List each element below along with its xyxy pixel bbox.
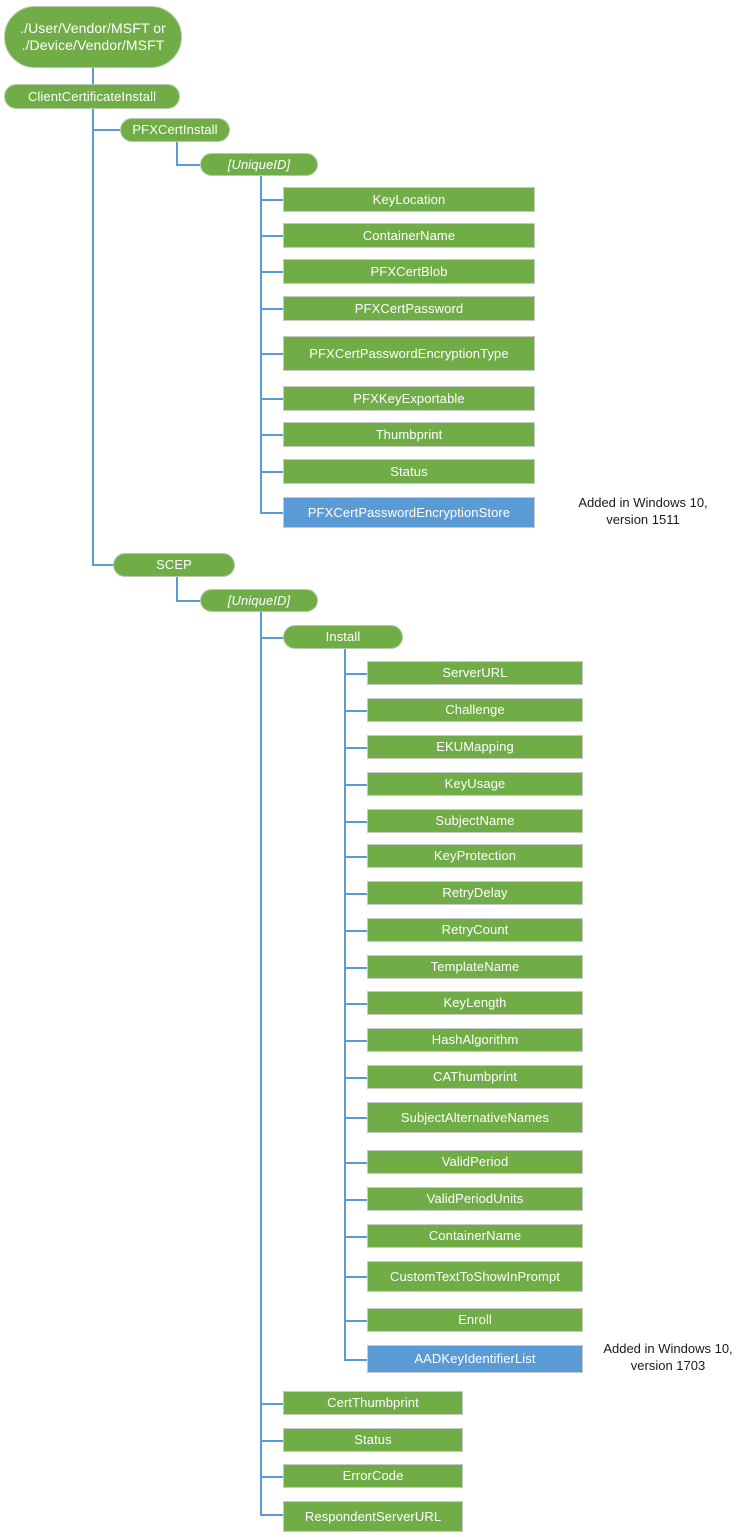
node-root[interactable]: ./User/Vendor/MSFT or ./Device/Vendor/MS…: [4, 6, 182, 68]
connector-c-pfx-uid: [176, 164, 202, 166]
node-serverurl[interactable]: ServerURL: [367, 661, 583, 685]
connector-c-inst-4: [344, 784, 369, 786]
node-aadkey[interactable]: AADKeyIdentifierList: [367, 1345, 583, 1373]
node-ekumapping[interactable]: EKUMapping: [367, 735, 583, 759]
connector-c-inst-17: [344, 1276, 369, 1278]
connector-c-uid-l7: [260, 434, 285, 436]
node-validperiod[interactable]: ValidPeriod: [367, 1150, 583, 1174]
connector-c-uid-l4: [260, 308, 285, 310]
connector-c-suid-ec: [260, 1476, 285, 1478]
connector-c-inst-3: [344, 747, 369, 749]
connector-c-inst-2: [344, 710, 369, 712]
connector-c-inst-16: [344, 1236, 369, 1238]
node-errorcode[interactable]: ErrorCode: [283, 1464, 463, 1488]
node-keylocation[interactable]: KeyLocation: [283, 187, 535, 212]
connector-c-inst-15: [344, 1199, 369, 1201]
node-certthumb[interactable]: CertThumbprint: [283, 1391, 463, 1415]
node-validunits[interactable]: ValidPeriodUnits: [367, 1187, 583, 1211]
node-pfxcertpass[interactable]: PFXCertPassword: [283, 296, 535, 321]
connector-c-inst-13: [344, 1117, 369, 1119]
connector-c-inst-1: [344, 673, 369, 675]
node-san[interactable]: SubjectAlternativeNames: [367, 1102, 583, 1133]
connector-c-suid-ct: [260, 1403, 285, 1405]
node-pfxcertblob[interactable]: PFXCertBlob: [283, 259, 535, 284]
node-status2[interactable]: Status: [283, 1428, 463, 1452]
connector-c-uid-l3: [260, 271, 285, 273]
connector-c-cci-spine: [92, 109, 94, 565]
connector-c-inst-19: [344, 1359, 369, 1361]
node-pfx-uid[interactable]: [UniqueID]: [200, 153, 318, 176]
node-subjectname[interactable]: SubjectName: [367, 809, 583, 833]
node-retrycount[interactable]: RetryCount: [367, 918, 583, 942]
connector-c-suid-rs: [260, 1514, 285, 1516]
connector-c-uid-l6: [260, 398, 285, 400]
node-keylength[interactable]: KeyLength: [367, 991, 583, 1015]
node-keyusage[interactable]: KeyUsage: [367, 772, 583, 796]
connector-c-suid-inst: [260, 637, 285, 639]
node-scep[interactable]: SCEP: [113, 553, 235, 577]
connector-c-inst-9: [344, 967, 369, 969]
connector-c-uid-l1: [260, 199, 285, 201]
connector-c-scep-down: [176, 577, 178, 600]
connector-c-inst-11: [344, 1040, 369, 1042]
connector-c-inst-18: [344, 1320, 369, 1322]
connector-c-pfx-down: [176, 142, 178, 164]
node-hashalg[interactable]: HashAlgorithm: [367, 1028, 583, 1052]
connector-c-suid-spine: [260, 612, 262, 1514]
connector-c-inst-10: [344, 1003, 369, 1005]
connector-c-cci-scep: [92, 564, 115, 566]
node-cathumb[interactable]: CAThumbprint: [367, 1065, 583, 1089]
connector-c-suid-st: [260, 1440, 285, 1442]
node-containern2[interactable]: ContainerName: [367, 1224, 583, 1248]
node-customtext[interactable]: CustomTextToShowInPrompt: [367, 1261, 583, 1292]
node-cci[interactable]: ClientCertificateInstall: [4, 84, 180, 109]
node-thumbprint[interactable]: Thumbprint: [283, 422, 535, 447]
connector-c-cci-pfx: [92, 129, 122, 131]
connector-c-uid-l9: [260, 512, 285, 514]
connector-c-inst-6: [344, 856, 369, 858]
node-keyprotect[interactable]: KeyProtection: [367, 844, 583, 868]
connector-c-root-cci: [92, 68, 94, 84]
connector-c-uid-l2: [260, 235, 285, 237]
node-pfxkeyexp[interactable]: PFXKeyExportable: [283, 386, 535, 411]
node-pfxcertpes[interactable]: PFXCertPasswordEncryptionStore: [283, 497, 535, 528]
connector-c-uid-l8: [260, 471, 285, 473]
connector-c-inst-12: [344, 1077, 369, 1079]
connector-c-uid-spine: [260, 176, 262, 513]
node-challenge[interactable]: Challenge: [367, 698, 583, 722]
connector-c-inst-8: [344, 930, 369, 932]
node-install[interactable]: Install: [283, 625, 403, 649]
connector-c-scep-uid: [176, 600, 202, 602]
node-respondent[interactable]: RespondentServerURL: [283, 1501, 463, 1532]
node-pfx[interactable]: PFXCertInstall: [120, 118, 230, 142]
node-status1[interactable]: Status: [283, 459, 535, 484]
annotation-ann-1703: Added in Windows 10, version 1703: [603, 1341, 733, 1374]
node-enroll[interactable]: Enroll: [367, 1308, 583, 1332]
connector-c-inst-5: [344, 821, 369, 823]
annotation-ann-1511: Added in Windows 10, version 1511: [578, 495, 708, 528]
connector-c-uid-l5: [260, 353, 285, 355]
node-containername[interactable]: ContainerName: [283, 223, 535, 248]
node-retrydelay[interactable]: RetryDelay: [367, 881, 583, 905]
node-pfxcertpet[interactable]: PFXCertPasswordEncryptionType: [283, 336, 535, 371]
connector-c-inst-14: [344, 1162, 369, 1164]
connector-c-inst-7: [344, 893, 369, 895]
node-templatename[interactable]: TemplateName: [367, 955, 583, 979]
node-scep-uid[interactable]: [UniqueID]: [200, 589, 318, 612]
